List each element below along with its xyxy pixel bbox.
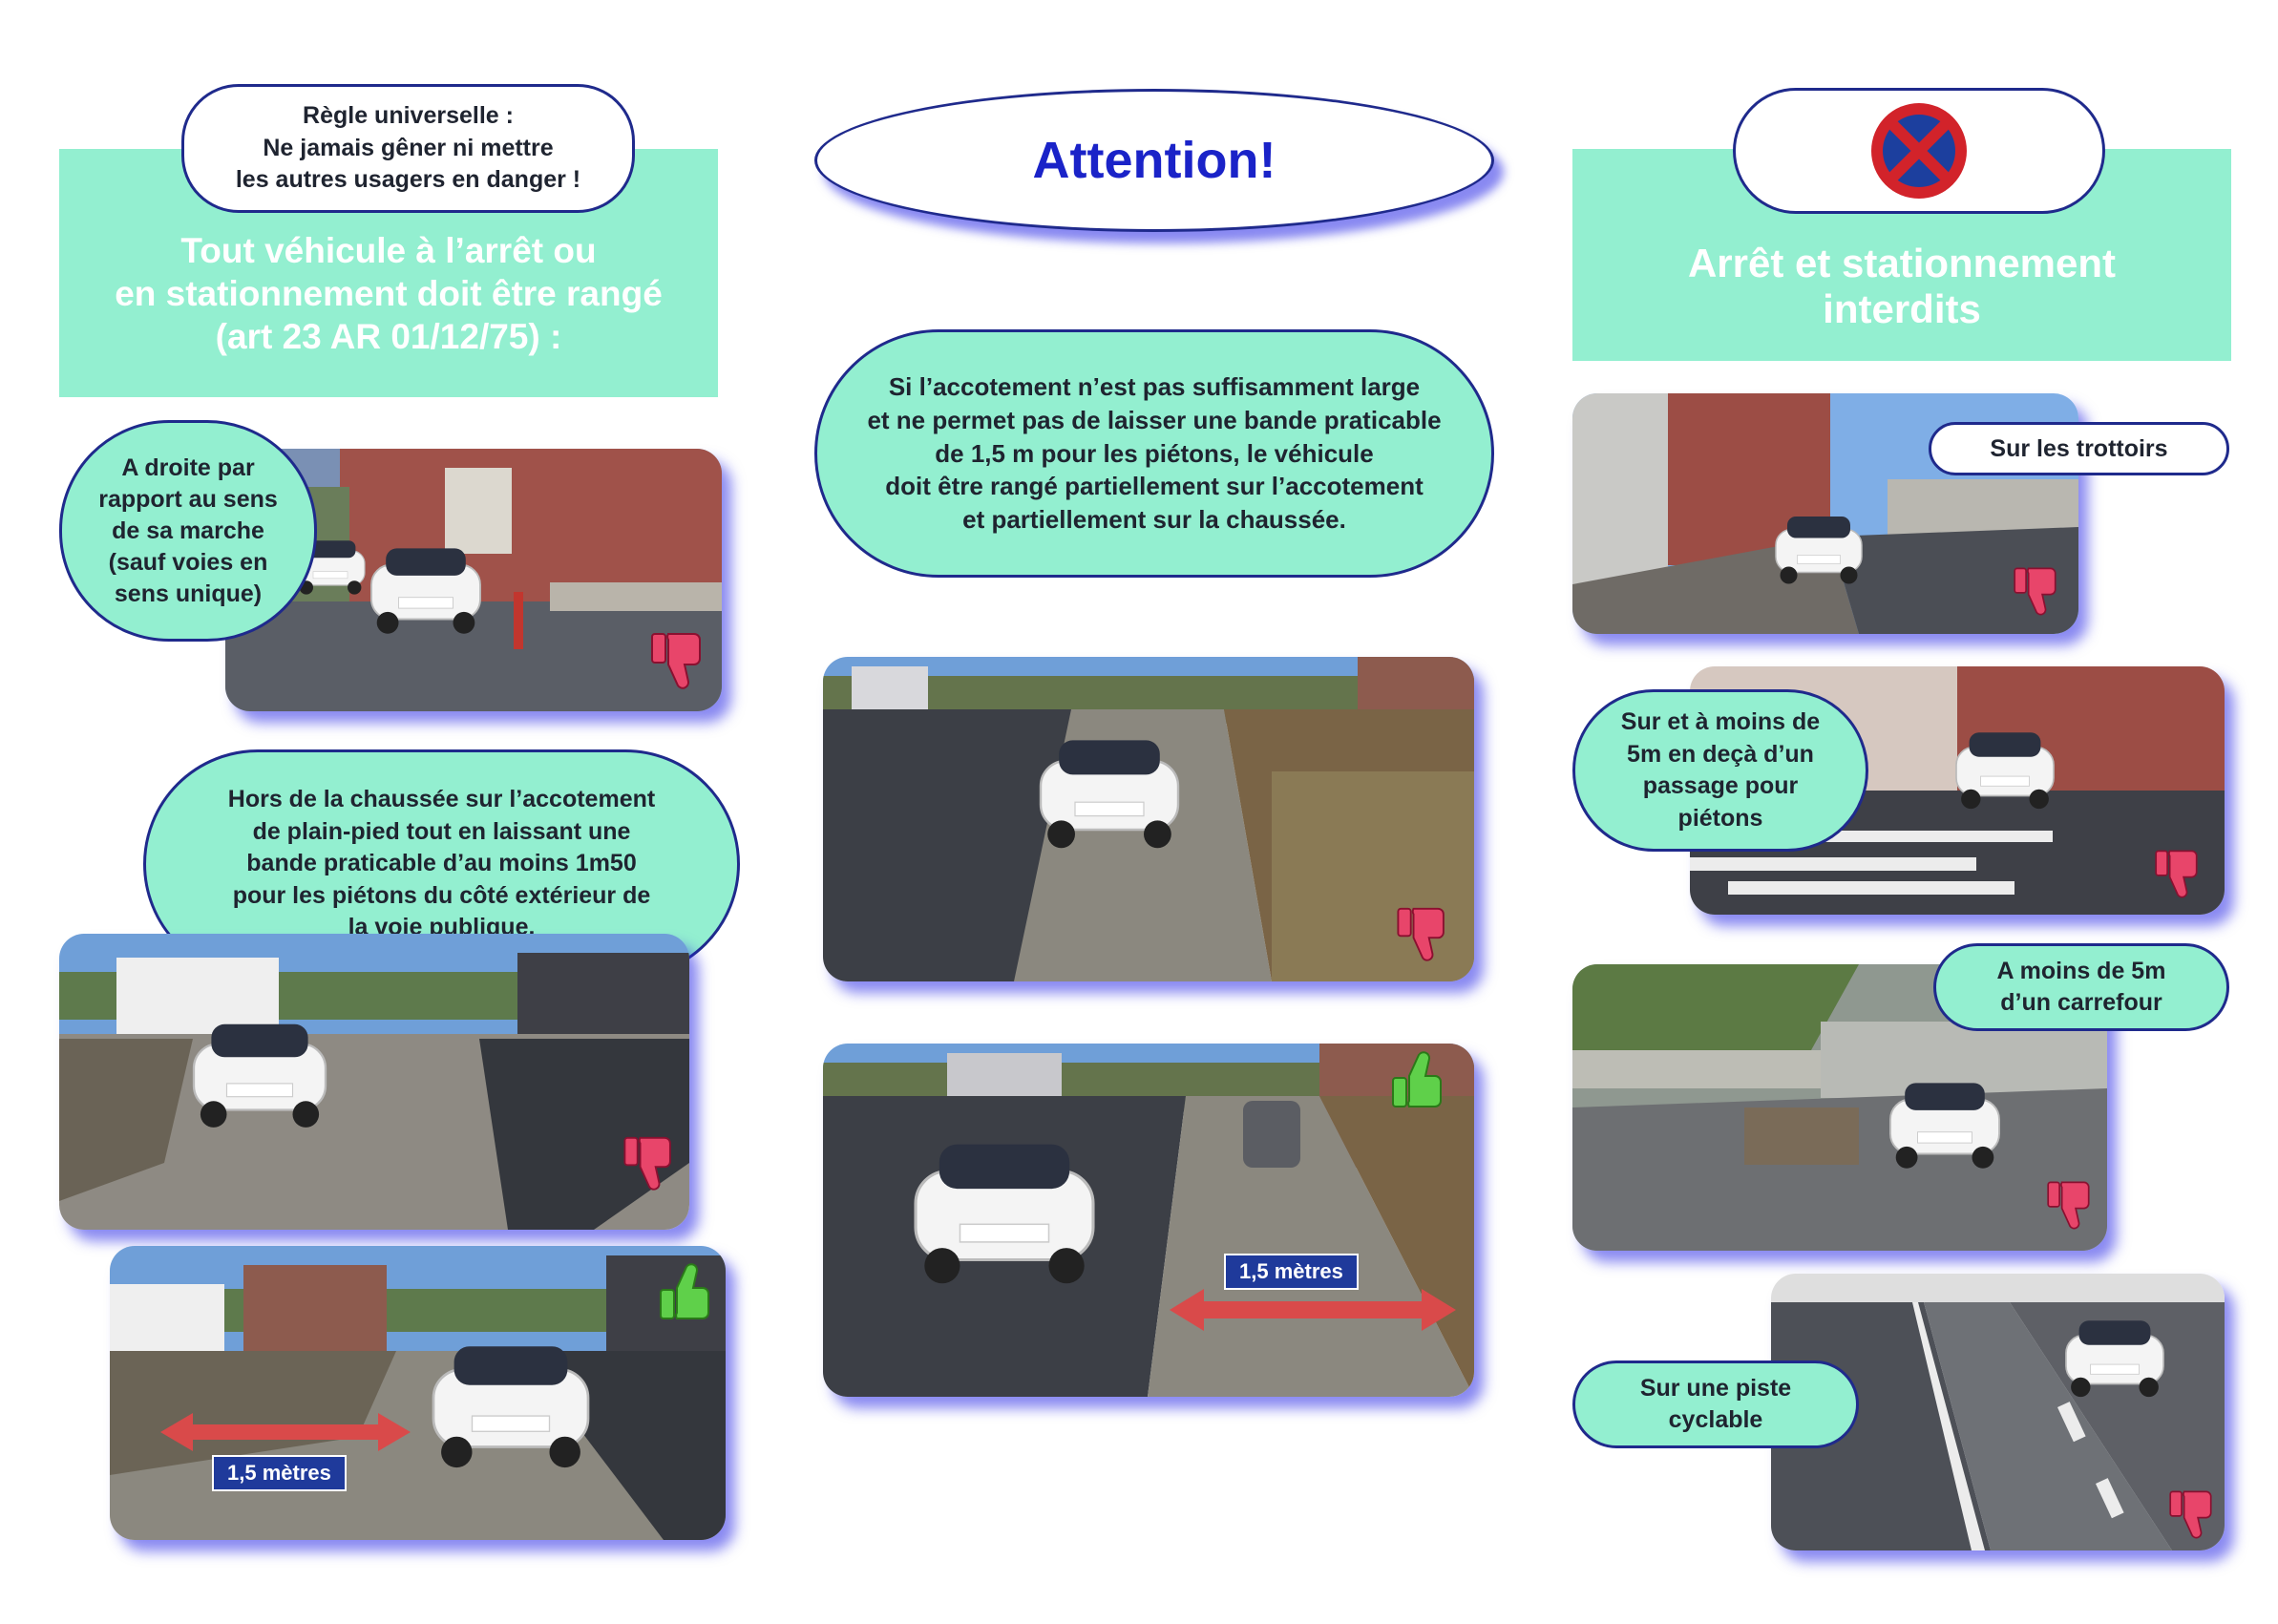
double-arrow-icon [1170, 1289, 1456, 1331]
label-crossing-line-2: 5m en deçà d’un [1627, 740, 1814, 768]
label-crossing-line-1: Sur et à moins de [1620, 708, 1821, 735]
bubble-partial-line-1: Si l’accotement n’est pas suffisamment l… [888, 371, 1421, 401]
rule-line-3: les autres usagers en danger ! [235, 166, 581, 194]
left-title-line-2: en stationnement doit être rangé [115, 274, 663, 314]
bubble-right-side: A droite par rapport au sens de sa march… [59, 420, 317, 642]
label-cycle-lane-line-1: Sur une piste [1639, 1374, 1792, 1402]
photo-car-near-crossing [1690, 666, 2225, 915]
double-arrow-icon [160, 1413, 411, 1451]
attention-ellipse: Attention! [814, 89, 1494, 232]
label-junction-line-1: A moins de 5m [1996, 957, 2166, 984]
bubble-shoulder-line-3: bande praticable d’au moins 1m50 [246, 850, 637, 877]
photo-car-fully-on-shoulder [823, 657, 1474, 981]
label-junction-line-2: d’un carrefour [2000, 989, 2162, 1016]
label-cycle-lane: Sur une piste cyclable [1572, 1360, 1859, 1448]
bubble-partial-line-3: de 1,5 m pour les piétons, le véhicule [935, 438, 1374, 468]
bubble-right-side-line-5: sens unique) [114, 580, 263, 607]
bubble-right-side-line-4: (sauf voies en [108, 548, 268, 576]
measure-label-left: 1,5 mètres [212, 1455, 347, 1491]
bubble-partial-line-4: doit être rangé partiellement sur l’acco… [885, 472, 1424, 501]
bubble-right-side-line-3: de sa marche [112, 517, 264, 544]
right-title-line-2: interdits [1823, 286, 1981, 332]
label-crossing-line-4: piétons [1677, 804, 1763, 832]
photo-car-with-1-5m-band [110, 1246, 726, 1540]
bubble-shoulder-line-2: de plain-pied tout en laissant une [252, 817, 631, 845]
left-title-line-1: Tout véhicule à l’arrêt ou [180, 231, 597, 270]
label-crossing-line-3: passage pour [1642, 772, 1799, 799]
bubble-shoulder-line-1: Hors de la chaussée sur l’accotement [227, 786, 656, 813]
right-title-line-1: Arrêt et stationnement [1687, 241, 2117, 285]
rule-line-2: Ne jamais gêner ni mettre [263, 134, 554, 161]
bubble-shoulder-line-4: pour les piétons du côté extérieur de [232, 881, 651, 909]
rule-line-1: Règle universelle : [303, 101, 514, 129]
left-title: Tout véhicule à l’arrêt ou en stationnem… [59, 229, 718, 358]
label-cycle-lane-line-2: cyclable [1668, 1406, 1763, 1433]
no-stopping-sign-box [1733, 88, 2105, 214]
photo-car-on-gravel-shoulder [59, 934, 689, 1230]
photo-car-half-on-shoulder [823, 1044, 1474, 1397]
bubble-right-side-line-1: A droite par [121, 453, 255, 481]
left-title-line-3: (art 23 AR 01/12/75) : [215, 317, 562, 357]
label-sidewalks: Sur les trottoirs [1929, 422, 2229, 475]
bubble-right-side-line-2: rapport au sens [98, 485, 278, 513]
label-crossing: Sur et à moins de 5m en deçà d’un passag… [1572, 689, 1868, 852]
label-sidewalks-text: Sur les trottoirs [1990, 434, 2168, 462]
no-stopping-sign-icon [1871, 103, 1967, 199]
label-junction: A moins de 5m d’un carrefour [1933, 943, 2229, 1031]
bubble-partial-line-2: et ne permet pas de laisser une bande pr… [867, 405, 1442, 434]
right-title: Arrêt et stationnement interdits [1572, 241, 2231, 333]
bubble-partial-shoulder: Si l’accotement n’est pas suffisamment l… [814, 329, 1494, 578]
universal-rule-box: Règle universelle : Ne jamais gêner ni m… [181, 84, 635, 213]
attention-title: Attention! [1032, 132, 1276, 189]
bubble-partial-line-5: et partiellement sur la chaussée. [962, 505, 1346, 535]
measure-label-center: 1,5 mètres [1224, 1254, 1359, 1290]
